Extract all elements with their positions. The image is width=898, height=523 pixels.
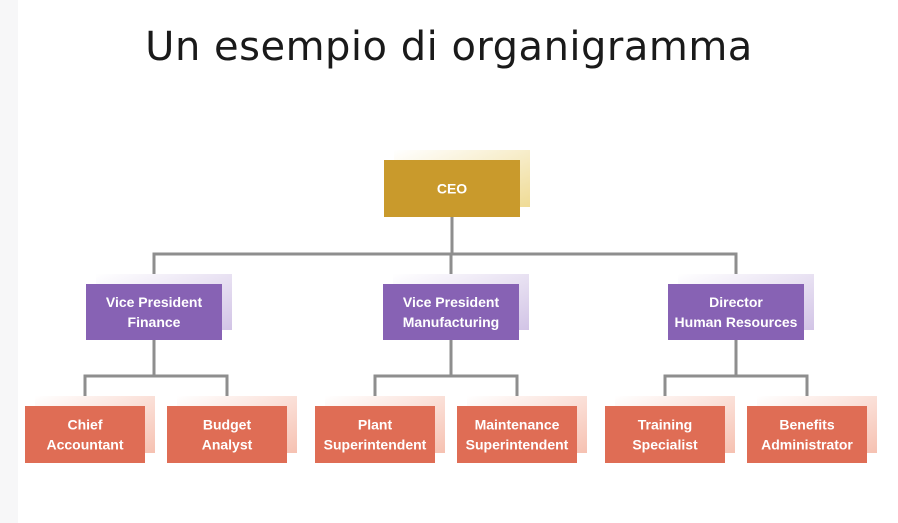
node-label-chief-accountant-0: Chief [68, 417, 103, 433]
node-label-ceo-0: CEO [437, 181, 467, 197]
slide-title: Un esempio di organigramma [145, 24, 753, 70]
node-label-training-specialist-0: Training [638, 417, 692, 433]
node-box-dir-hr [668, 284, 804, 340]
node-label-training-specialist-1: Specialist [632, 437, 698, 453]
node-label-dir-hr-1: Human Resources [675, 314, 798, 330]
node-box-plant-superintendent [315, 406, 435, 463]
node-label-plant-superintendent-0: Plant [358, 417, 393, 433]
node-label-vp-manufacturing-0: Vice President [403, 294, 500, 310]
node-label-vp-finance-1: Finance [128, 314, 181, 330]
node-box-vp-manufacturing [383, 284, 519, 340]
node-label-benefits-administrator-0: Benefits [779, 417, 834, 433]
node-label-chief-accountant-1: Accountant [47, 437, 124, 453]
node-label-vp-finance-0: Vice President [106, 294, 203, 310]
node-label-budget-analyst-0: Budget [203, 417, 252, 433]
slide-margin [0, 0, 18, 523]
node-label-budget-analyst-1: Analyst [202, 437, 253, 453]
node-box-ceo [384, 160, 520, 217]
node-box-maintenance-superintendent [457, 406, 577, 463]
node-label-vp-manufacturing-1: Manufacturing [403, 314, 499, 330]
node-label-plant-superintendent-1: Superintendent [324, 437, 427, 453]
node-label-dir-hr-0: Director [709, 294, 763, 310]
node-box-vp-finance [86, 284, 222, 340]
node-label-maintenance-superintendent-1: Superintendent [466, 437, 569, 453]
node-box-benefits-administrator [747, 406, 867, 463]
node-ceo: CEO [384, 150, 530, 217]
node-label-benefits-administrator-1: Administrator [761, 437, 853, 453]
node-label-maintenance-superintendent-0: Maintenance [475, 417, 560, 433]
node-box-budget-analyst [167, 406, 287, 463]
node-box-training-specialist [605, 406, 725, 463]
node-box-chief-accountant [25, 406, 145, 463]
